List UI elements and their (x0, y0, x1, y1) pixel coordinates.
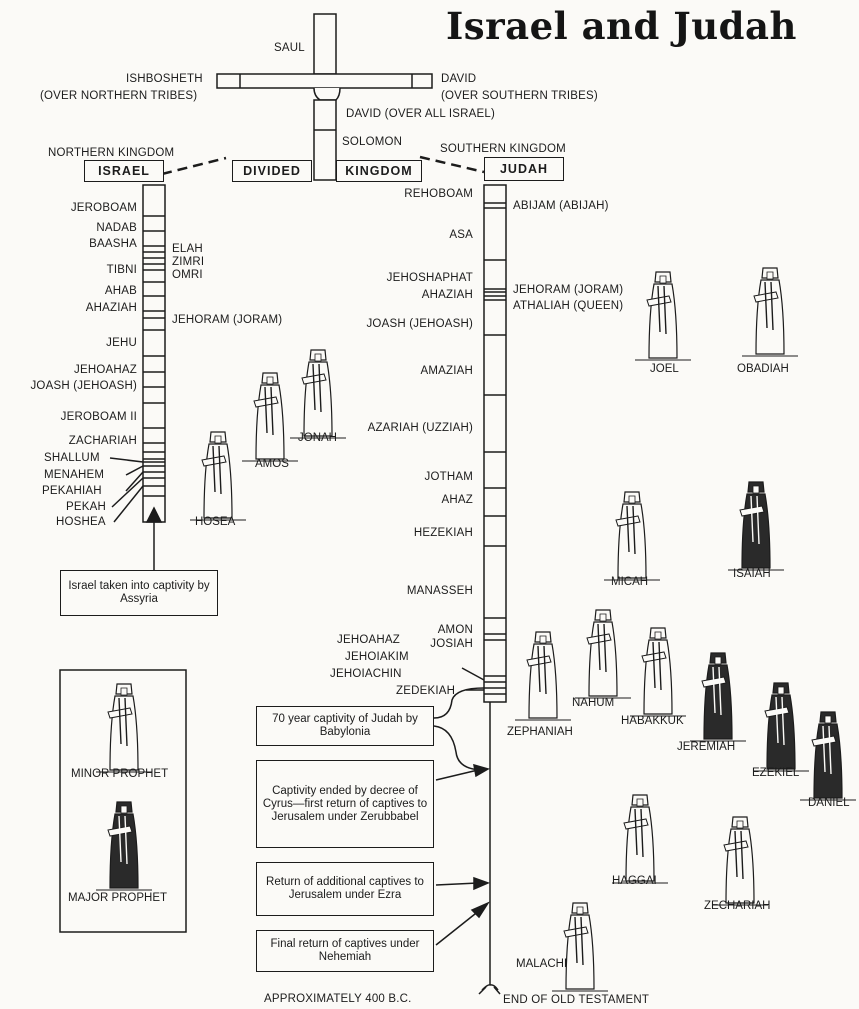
judah-king-manasseh: MANASSEH (406, 585, 473, 597)
southern-kingdom-heading: SOUTHERN KINGDOM (440, 143, 566, 155)
footer-end-old-testament: END OF OLD TESTAMENT (503, 994, 650, 1006)
israel-king-elah: ELAH (172, 243, 203, 255)
israel-king-zachariah: ZACHARIAH (68, 435, 137, 447)
zechariah-figure (723, 816, 755, 904)
judah-king-jotham: JOTHAM (424, 471, 473, 483)
judah-king-joash: JOASH (JEHOASH) (366, 318, 473, 330)
israel-king-zimri: ZIMRI (172, 256, 205, 268)
israel-king-jeroboam-ii: JEROBOAM II (60, 411, 137, 423)
note-ezra-return: Return of additional captives to Jerusal… (256, 862, 434, 916)
jonah-figure (301, 349, 333, 437)
israel-king-nadab: NADAB (96, 222, 137, 234)
prophet-label-daniel: DANIEL (808, 797, 850, 809)
israel-king-pekah: PEKAH (66, 501, 106, 513)
daniel-figure (811, 711, 843, 799)
judah-king-amaziah: AMAZIAH (420, 365, 473, 377)
israel-king-joash: JOASH (JEHOASH) (30, 380, 137, 392)
israel-king-hoshea: HOSHEA (56, 516, 106, 528)
judah-king-hezekiah: HEZEKIAH (413, 527, 473, 539)
isaiah-figure (739, 481, 771, 569)
prophet-label-hosea: HOSEA (195, 516, 236, 528)
prophet-label-nahum: NAHUM (572, 697, 615, 709)
judah-king-josiah: JOSIAH (430, 638, 473, 650)
legend-major-prophet: MAJOR PROPHET (68, 892, 168, 904)
footer-approximately: APPROXIMATELY 400 B.C. (264, 993, 412, 1005)
israel-king-jehoahaz: JEHOAHAZ (74, 364, 137, 376)
judah-king-jehoram: JEHORAM (JORAM) (513, 284, 624, 296)
micah-figure (615, 491, 647, 579)
label-david-note: (OVER SOUTHERN TRIBES) (441, 90, 598, 102)
judah-king-jehoshaphat: JEHOSHAPHAT (386, 272, 473, 284)
judah-king-jehoahaz: JEHOAHAZ (337, 634, 400, 646)
israel-king-pekahiah: PEKAHIAH (42, 485, 102, 497)
judah-king-athaliah: ATHALIAH (QUEEN) (513, 300, 624, 312)
judah-box: JUDAH (484, 157, 564, 181)
divided-box: DIVIDED (232, 160, 312, 182)
prophet-label-zechariah: ZECHARIAH (704, 900, 771, 912)
israel-king-tibni: TIBNI (106, 264, 137, 276)
prophet-label-jeremiah: JEREMIAH (677, 741, 736, 753)
israel-king-menahem: MENAHEM (44, 469, 105, 481)
malachi-figure (563, 902, 595, 990)
note-70-year-captivity: 70 year captivity of Judah by Babylonia (256, 706, 434, 746)
prophet-label-habakkuk: HABAKKUK (621, 715, 684, 727)
israel-king-jeroboam: JEROBOAM (70, 202, 137, 214)
israel-king-jehoram: JEHORAM (JORAM) (172, 314, 283, 326)
northern-kingdom-heading: NORTHERN KINGDOM (48, 147, 175, 159)
judah-king-ahaz: AHAZ (441, 494, 473, 506)
haggai-figure (623, 794, 655, 882)
note-nehemiah-return: Final return of captives under Nehemiah (256, 930, 434, 972)
jeremiah-figure (701, 652, 733, 740)
hosea-figure (201, 431, 233, 519)
judah-king-jehoiakim: JEHOIAKIM (345, 651, 409, 663)
ezekiel-figure (764, 682, 796, 770)
judah-king-jehoiachin: JEHOIACHIN (330, 668, 402, 680)
judah-king-asa: ASA (449, 229, 473, 241)
legend-minor-prophet: MINOR PROPHET (71, 768, 169, 780)
obadiah-figure (753, 267, 785, 355)
prophet-label-jonah: JONAH (298, 432, 337, 444)
judah-king-ahaziah: AHAZIAH (421, 289, 473, 301)
habakkuk-figure (641, 627, 673, 715)
israel-box: ISRAEL (84, 160, 164, 182)
label-solomon: SOLOMON (342, 136, 403, 148)
israel-king-baasha: BAASHA (89, 238, 137, 250)
judah-king-rehoboam: REHOBOAM (404, 188, 473, 200)
prophet-label-obadiah: OBADIAH (737, 363, 789, 375)
amos-figure (253, 372, 285, 460)
kingdom-box: KINGDOM (336, 160, 422, 182)
judah-king-zedekiah: ZEDEKIAH (396, 685, 456, 697)
judah-king-azariah: AZARIAH (UZZIAH) (367, 422, 473, 434)
nahum-figure (586, 609, 618, 697)
prophet-label-micah: MICAH (611, 576, 649, 588)
legend-minor-figure (107, 683, 139, 771)
note-israel-captivity: Israel taken into captivity by Assyria (60, 570, 218, 616)
diagram-title: Israel and Judah (446, 4, 797, 48)
label-saul: SAUL (274, 42, 305, 54)
israel-king-ahab: AHAB (104, 285, 137, 297)
prophet-label-joel: JOEL (650, 363, 679, 375)
prophet-label-ezekiel: EZEKIEL (752, 767, 800, 779)
label-david-all: DAVID (OVER ALL ISRAEL) (346, 108, 496, 120)
israel-king-shallum: SHALLUM (44, 452, 100, 464)
prophet-label-zephaniah: ZEPHANIAH (507, 726, 573, 738)
prophet-label-malachi: MALACHI (516, 958, 568, 970)
judah-king-amon: AMON (437, 624, 473, 636)
joel-figure (646, 271, 678, 359)
legend-major-figure (107, 801, 139, 889)
label-david: DAVID (441, 73, 477, 85)
israel-king-omri: OMRI (172, 269, 203, 281)
prophet-label-haggai: HAGGAI (612, 875, 657, 887)
label-ishbosheth-note: (OVER NORTHERN TRIBES) (40, 90, 198, 102)
israel-king-jehu: JEHU (106, 337, 137, 349)
label-ishbosheth: ISHBOSHETH (126, 73, 203, 85)
prophet-label-isaiah: ISAIAH (733, 568, 771, 580)
israel-king-ahaziah: AHAZIAH (85, 302, 137, 314)
zephaniah-figure (526, 631, 558, 719)
judah-king-abijam: ABIJAM (ABIJAH) (513, 200, 609, 212)
prophet-label-amos: AMOS (255, 458, 289, 470)
note-cyrus-decree: Captivity ended by decree of Cyrus—first… (256, 760, 434, 848)
